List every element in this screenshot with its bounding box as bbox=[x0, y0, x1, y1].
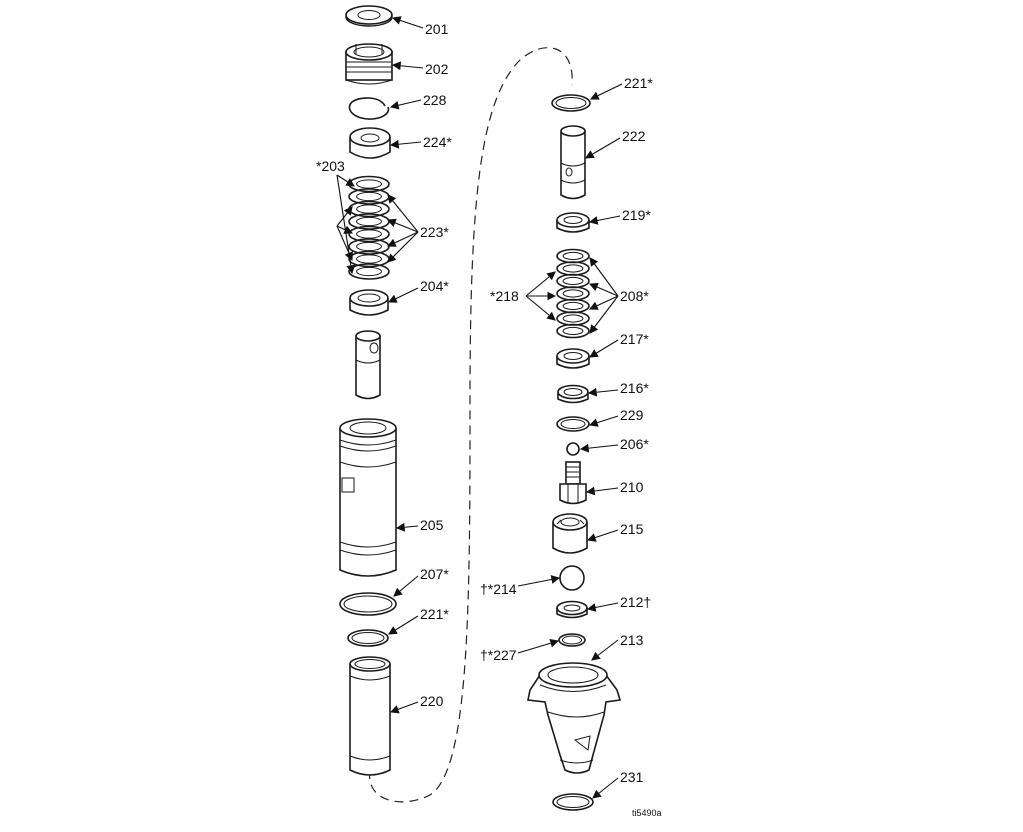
part-214-ball bbox=[559, 565, 585, 591]
label-203: *203 bbox=[316, 158, 345, 174]
part-222-displacement-rod bbox=[560, 125, 586, 200]
part-piston-rod bbox=[355, 330, 381, 400]
part-221-o-ring-left bbox=[347, 629, 389, 647]
label-214: †*214 bbox=[480, 581, 517, 597]
part-231-o-ring bbox=[552, 793, 594, 811]
part-207-o-ring bbox=[339, 592, 397, 616]
part-229-o-ring bbox=[556, 416, 590, 432]
assembly-dashed-path bbox=[368, 47, 573, 803]
part-212-seat bbox=[556, 600, 588, 619]
label-216: 216* bbox=[620, 380, 649, 396]
label-213: 213 bbox=[620, 632, 644, 648]
label-220: 220 bbox=[420, 693, 444, 709]
label-204: 204* bbox=[420, 278, 449, 294]
packing-ring-left-inner bbox=[356, 191, 382, 202]
part-228-retaining-ring bbox=[348, 97, 390, 120]
part-205-cylinder bbox=[339, 418, 397, 577]
packing-ring-right bbox=[556, 248, 590, 264]
packing-ring-left-inner bbox=[356, 204, 382, 214]
packing-ring-right bbox=[556, 286, 590, 301]
label-227: †*227 bbox=[480, 647, 517, 663]
packing-ring-left-inner bbox=[356, 266, 382, 277]
packing-ring-right-inner bbox=[562, 289, 584, 298]
label-210: 210 bbox=[620, 479, 644, 495]
label-206: 206* bbox=[620, 436, 649, 452]
packing-ring-left-inner bbox=[356, 254, 382, 264]
packing-ring-left-inner bbox=[356, 216, 382, 227]
label-221-left: 221* bbox=[420, 606, 449, 622]
packing-ring-right-inner bbox=[562, 276, 584, 286]
label-219: 219* bbox=[622, 207, 651, 223]
label-228: 228 bbox=[423, 92, 447, 108]
part-215-housing bbox=[552, 513, 588, 554]
label-223: 223* bbox=[420, 224, 449, 240]
label-208: 208* bbox=[620, 288, 649, 304]
label-205: 205 bbox=[420, 517, 444, 533]
packing-ring-right bbox=[556, 298, 590, 314]
packing-ring-right bbox=[556, 311, 590, 326]
part-216-gland bbox=[557, 384, 589, 404]
label-229: 229 bbox=[620, 407, 644, 423]
label-221-right: 221* bbox=[624, 75, 653, 91]
part-202-packing-nut bbox=[345, 43, 393, 85]
packing-ring-right-inner bbox=[562, 251, 584, 261]
packing-ring-right bbox=[556, 323, 590, 339]
label-212: 212† bbox=[620, 594, 651, 610]
part-204-gland bbox=[349, 289, 389, 316]
label-224: 224* bbox=[423, 134, 452, 150]
label-222: 222 bbox=[622, 128, 646, 144]
label-207: 207* bbox=[420, 566, 449, 582]
leader-lines bbox=[336, 16, 623, 799]
part-201-washer bbox=[345, 5, 393, 27]
part-224-gland bbox=[349, 127, 391, 159]
label-215: 215 bbox=[620, 521, 644, 537]
part-217-gland bbox=[556, 348, 590, 369]
packing-ring-right-inner bbox=[562, 301, 584, 311]
packing-stack-right bbox=[556, 248, 590, 339]
packing-stack-left bbox=[348, 175, 390, 280]
packing-ring-right-inner bbox=[562, 264, 584, 273]
packing-ring-left-inner bbox=[356, 179, 382, 189]
packing-ring-left-inner bbox=[356, 241, 382, 252]
packing-ring-right-inner bbox=[562, 326, 584, 336]
part-210-piston-valve bbox=[559, 461, 587, 505]
label-201: 201 bbox=[425, 21, 449, 37]
part-221-o-ring-right bbox=[551, 94, 591, 112]
part-220-sleeve bbox=[349, 656, 391, 776]
part-213-intake-housing bbox=[527, 662, 622, 774]
label-231: 231 bbox=[620, 769, 644, 785]
packing-ring-left bbox=[348, 225, 390, 243]
part-227-o-ring bbox=[558, 633, 586, 647]
packing-ring-right-inner bbox=[562, 314, 584, 323]
label-218: *218 bbox=[490, 288, 519, 304]
packing-ring-right bbox=[556, 261, 590, 276]
label-202: 202 bbox=[425, 61, 449, 77]
part-219-gland bbox=[556, 212, 590, 233]
packing-ring-right bbox=[556, 273, 590, 289]
label-217: 217* bbox=[620, 331, 649, 347]
part-206-ball bbox=[566, 442, 580, 456]
packing-ring-left-inner bbox=[356, 229, 382, 239]
figure-code: ti5490a bbox=[632, 808, 662, 818]
